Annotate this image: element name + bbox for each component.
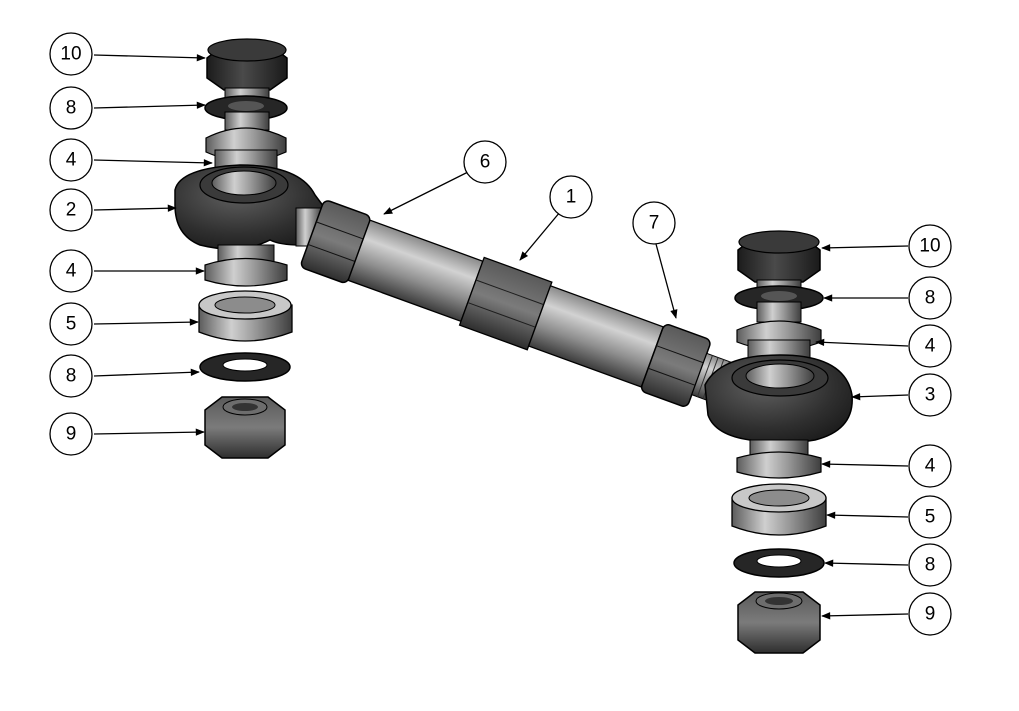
callout-label: 6 — [480, 152, 491, 173]
leader-8-lower-left — [93, 368, 200, 377]
callout-label: 4 — [66, 261, 77, 282]
callout-label: 4 — [925, 456, 936, 477]
callout-10-top-left: 10 — [49, 32, 93, 76]
callout-7: 7 — [632, 201, 676, 245]
washer-lower-left — [199, 352, 291, 382]
leader-5-left — [93, 318, 199, 326]
bushing-right — [731, 483, 827, 536]
leader-4-upper-left — [93, 159, 213, 167]
callout-label: 5 — [925, 507, 936, 528]
callout-8-lower-right: 8 — [908, 543, 952, 587]
callout-4-lower-right: 4 — [908, 444, 952, 488]
leader-4-lower-right — [821, 460, 909, 468]
callout-label: 2 — [66, 200, 77, 221]
washer-upper-right — [734, 285, 824, 323]
callout-label: 8 — [925, 288, 936, 309]
callout-10-right: 10 — [908, 224, 952, 268]
callout-label: 4 — [925, 336, 936, 357]
callout-label: 10 — [60, 44, 81, 65]
callout-label: 8 — [66, 98, 77, 119]
spacer-lower-left — [204, 244, 288, 287]
callout-1: 1 — [549, 175, 593, 219]
callout-5-right: 5 — [908, 495, 952, 539]
callout-label: 8 — [66, 366, 77, 387]
leader-10-top-left — [93, 54, 206, 62]
leader-10-right — [821, 244, 909, 252]
callout-8-lower-left: 8 — [49, 354, 93, 398]
callout-label: 5 — [66, 314, 77, 335]
callout-9-left: 9 — [49, 412, 93, 456]
callout-bubbles: 10 8 4 2 4 5 8 9 — [49, 32, 952, 636]
nut-right — [737, 591, 821, 654]
leader-7 — [655, 243, 678, 319]
spacer-upper-left — [205, 127, 287, 181]
callout-8-upper-right: 8 — [908, 276, 952, 320]
callout-label: 4 — [66, 150, 77, 171]
leader-1 — [519, 211, 561, 261]
callout-label: 9 — [66, 424, 77, 445]
nut-left — [204, 396, 286, 459]
callout-8-upper-left: 8 — [49, 86, 93, 130]
callout-9-right: 9 — [908, 592, 952, 636]
callout-label: 10 — [919, 236, 940, 257]
callout-label: 9 — [925, 604, 936, 625]
callout-6: 6 — [463, 140, 507, 184]
callout-label: 7 — [649, 213, 660, 234]
callout-label: 8 — [925, 555, 936, 576]
callout-4-upper-right: 4 — [908, 324, 952, 368]
callout-2-left: 2 — [49, 188, 93, 232]
spacer-lower-right — [736, 439, 822, 479]
bolt-head-left — [206, 38, 288, 109]
washer-upper-left — [204, 95, 288, 131]
callout-4-lower-left: 4 — [49, 249, 93, 293]
leader-6 — [383, 171, 469, 215]
leader-3-right — [851, 393, 909, 401]
bushing-left — [198, 290, 293, 342]
leader-4-upper-right — [815, 338, 909, 347]
washer-lower-right — [733, 548, 825, 578]
leader-5-right — [826, 511, 909, 519]
leader-8-lower-right — [824, 559, 909, 567]
leader-2-left — [93, 204, 177, 212]
callout-5-left: 5 — [49, 302, 93, 346]
leader-8-upper-left — [93, 101, 206, 109]
callouts — [93, 54, 909, 620]
callout-3-right: 3 — [908, 373, 952, 417]
turnbuckle-rod — [300, 200, 736, 407]
callout-4-upper-left: 4 — [49, 138, 93, 182]
rod-end-right — [704, 354, 853, 444]
rod-end-left — [174, 164, 331, 250]
callout-label: 1 — [566, 187, 577, 208]
leader-9-right — [821, 612, 909, 620]
leader-9-left — [93, 428, 205, 436]
callout-label: 3 — [925, 385, 936, 406]
